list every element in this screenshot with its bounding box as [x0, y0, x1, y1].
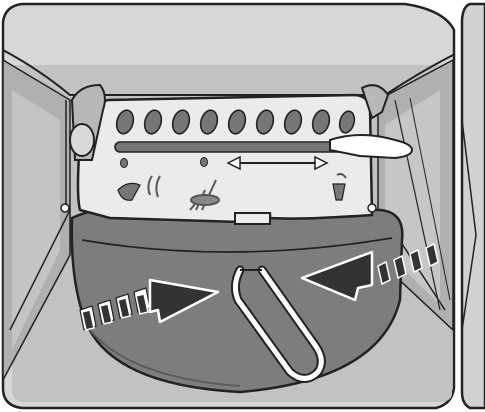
- dot-icon: [121, 159, 128, 168]
- vent-holes: [114, 108, 356, 135]
- slot-bar: [115, 142, 350, 152]
- water-dot-icon: [201, 158, 208, 167]
- right-panel: [462, 4, 485, 408]
- basket-lid-plate: [78, 95, 372, 224]
